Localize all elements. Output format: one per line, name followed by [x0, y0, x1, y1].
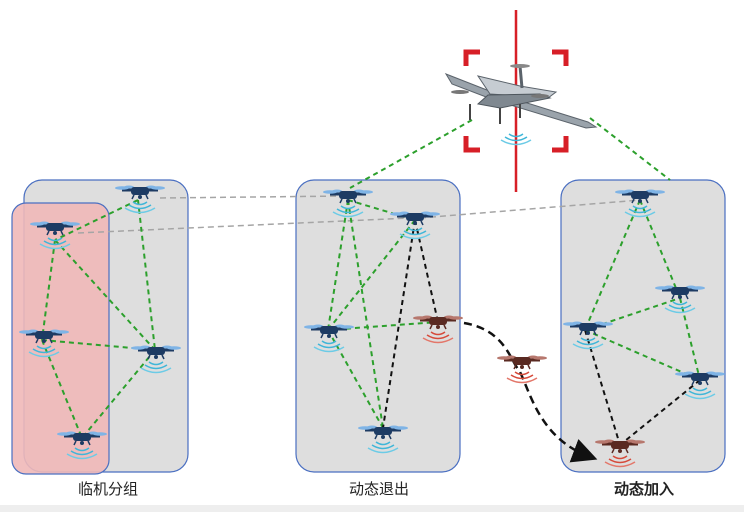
transit-drone-icon [495, 354, 549, 384]
transfer-arrow [463, 321, 598, 463]
uplink-exit [349, 119, 473, 189]
mesh-links-dynamic-join [584, 199, 701, 381]
caption-group-split: 临机分组 [77, 480, 138, 498]
panel-dynamic-join [560, 179, 726, 473]
uplink-join [589, 117, 671, 181]
cross-link-1 [159, 195, 347, 199]
new-links-dynamic-join [584, 329, 701, 446]
fixed-wing-vtol-uav-icon [444, 64, 598, 129]
caption-dynamic-join: 动态加入 [613, 480, 674, 498]
cross-link-2 [77, 217, 411, 234]
broken-links-dynamic-exit [382, 219, 439, 429]
cross-link-3 [419, 199, 641, 219]
sub-group-highlight [11, 202, 110, 475]
panel-dynamic-exit [295, 179, 461, 473]
caption-dynamic-exit: 动态退出 [348, 480, 409, 498]
footer-strip [0, 505, 744, 512]
